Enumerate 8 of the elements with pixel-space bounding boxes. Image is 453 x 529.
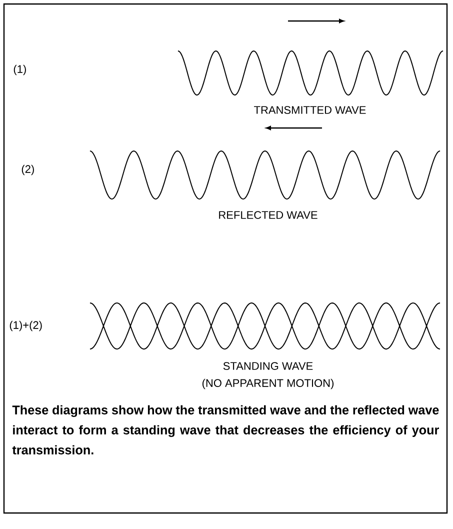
wave-number: (1) xyxy=(14,64,26,76)
caption: These diagrams show how the transmitted wave and the reflected wave interact to form a standing wave that decreases the efficiency of your transmission. xyxy=(12,405,439,454)
wave-label: TRANSMITTED WAVE xyxy=(254,106,366,114)
wave-number: (2) xyxy=(22,164,34,176)
wave-label: STANDING WAVE xyxy=(223,362,313,370)
wave-label: REFLECTED WAVE xyxy=(219,211,318,219)
wave-label: (NO APPARENT MOTION) xyxy=(202,378,334,390)
wave-number: (1)+(2) xyxy=(10,320,42,332)
